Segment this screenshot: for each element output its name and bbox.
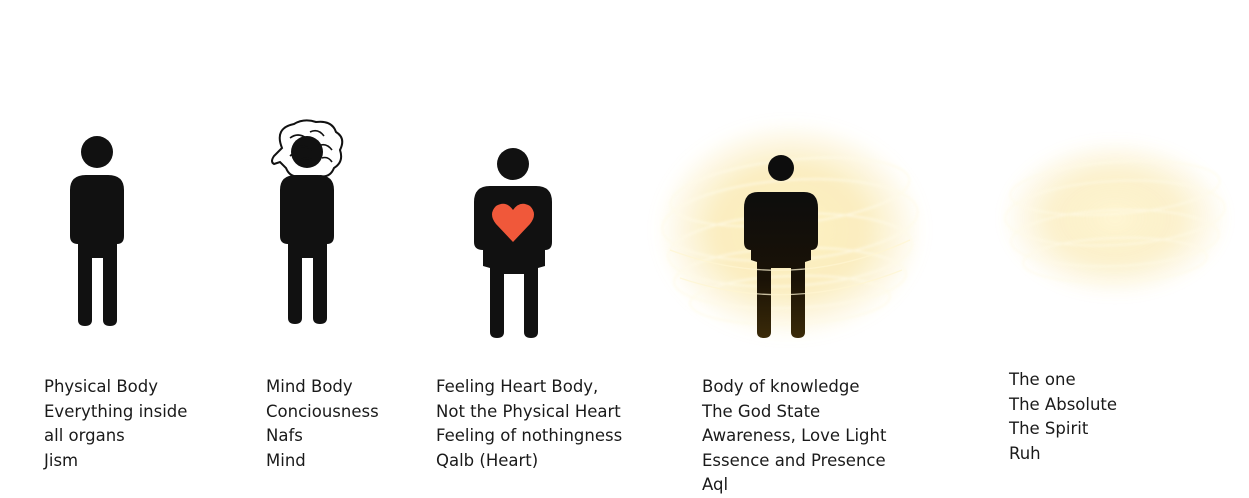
caption-line: Physical Body bbox=[44, 375, 187, 400]
stage-5-caption: The one The Absolute The Spirit Ruh bbox=[1009, 368, 1117, 466]
caption-line: Mind Body bbox=[266, 375, 379, 400]
caption-line: Essence and Presence bbox=[702, 449, 886, 474]
caption-line: Feeling of nothingness bbox=[436, 424, 622, 449]
caption-line: all organs bbox=[44, 424, 187, 449]
light-swirl-icon bbox=[990, 118, 1240, 318]
caption-line: Mind bbox=[266, 449, 379, 474]
stage-3-caption: Feeling Heart Body, Not the Physical Hea… bbox=[436, 375, 622, 473]
caption-line: The God State bbox=[702, 400, 886, 425]
caption-line: Not the Physical Heart bbox=[436, 400, 622, 425]
caption-line: Conciousness bbox=[266, 400, 379, 425]
stage-1-caption: Physical Body Everything inside all orga… bbox=[44, 375, 187, 473]
stage-2-caption: Mind Body Conciousness Nafs Mind bbox=[266, 375, 379, 473]
caption-line: Nafs bbox=[266, 424, 379, 449]
stage-3-figure bbox=[466, 146, 566, 350]
caption-line: The Spirit bbox=[1009, 417, 1117, 442]
person-in-light-swirl-icon bbox=[640, 100, 940, 360]
caption-line: The Absolute bbox=[1009, 393, 1117, 418]
person-with-heart-icon bbox=[466, 146, 566, 346]
caption-line: Jism bbox=[44, 449, 187, 474]
caption-line: Everything inside bbox=[44, 400, 187, 425]
caption-line: Body of knowledge bbox=[702, 375, 886, 400]
stage-5-figure bbox=[990, 118, 1240, 322]
caption-line: Qalb (Heart) bbox=[436, 449, 622, 474]
stage-2-figure bbox=[260, 118, 370, 332]
plain-person-icon bbox=[50, 130, 150, 330]
caption-line: Feeling Heart Body, bbox=[436, 375, 622, 400]
stage-4-caption: Body of knowledge The God State Awarenes… bbox=[702, 375, 886, 498]
caption-line: Ruh bbox=[1009, 442, 1117, 467]
caption-line: The one bbox=[1009, 368, 1117, 393]
caption-line: Awareness, Love Light bbox=[702, 424, 886, 449]
stage-4-figure bbox=[640, 100, 940, 364]
person-with-brain-icon bbox=[260, 118, 370, 328]
stage-1-figure bbox=[50, 130, 150, 334]
